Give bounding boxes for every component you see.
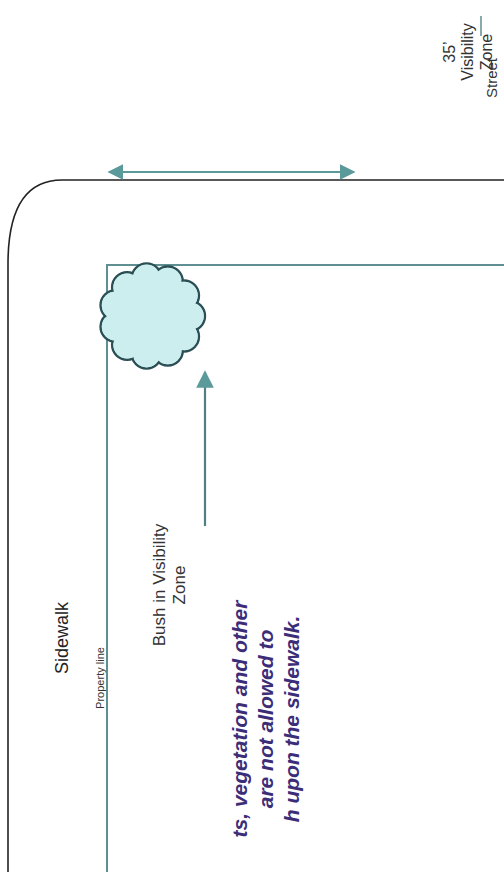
callout-label: Bush in Visibility Zone [150, 523, 189, 647]
bush-shape [101, 263, 205, 368]
note-text: are not allowed to [254, 569, 278, 869]
leader-arrow [204, 372, 206, 526]
dimension-arrow [109, 171, 354, 173]
street-label: Street [484, 43, 501, 113]
property-line [107, 265, 504, 872]
curb-line [8, 180, 504, 872]
note-text: h upon the sidewalk. [280, 569, 304, 869]
area-label: Sidewalk [52, 583, 73, 693]
street-tick [480, 16, 482, 36]
line-label: Property line [94, 633, 107, 723]
note-text: ts, vegetation and other [228, 569, 252, 869]
